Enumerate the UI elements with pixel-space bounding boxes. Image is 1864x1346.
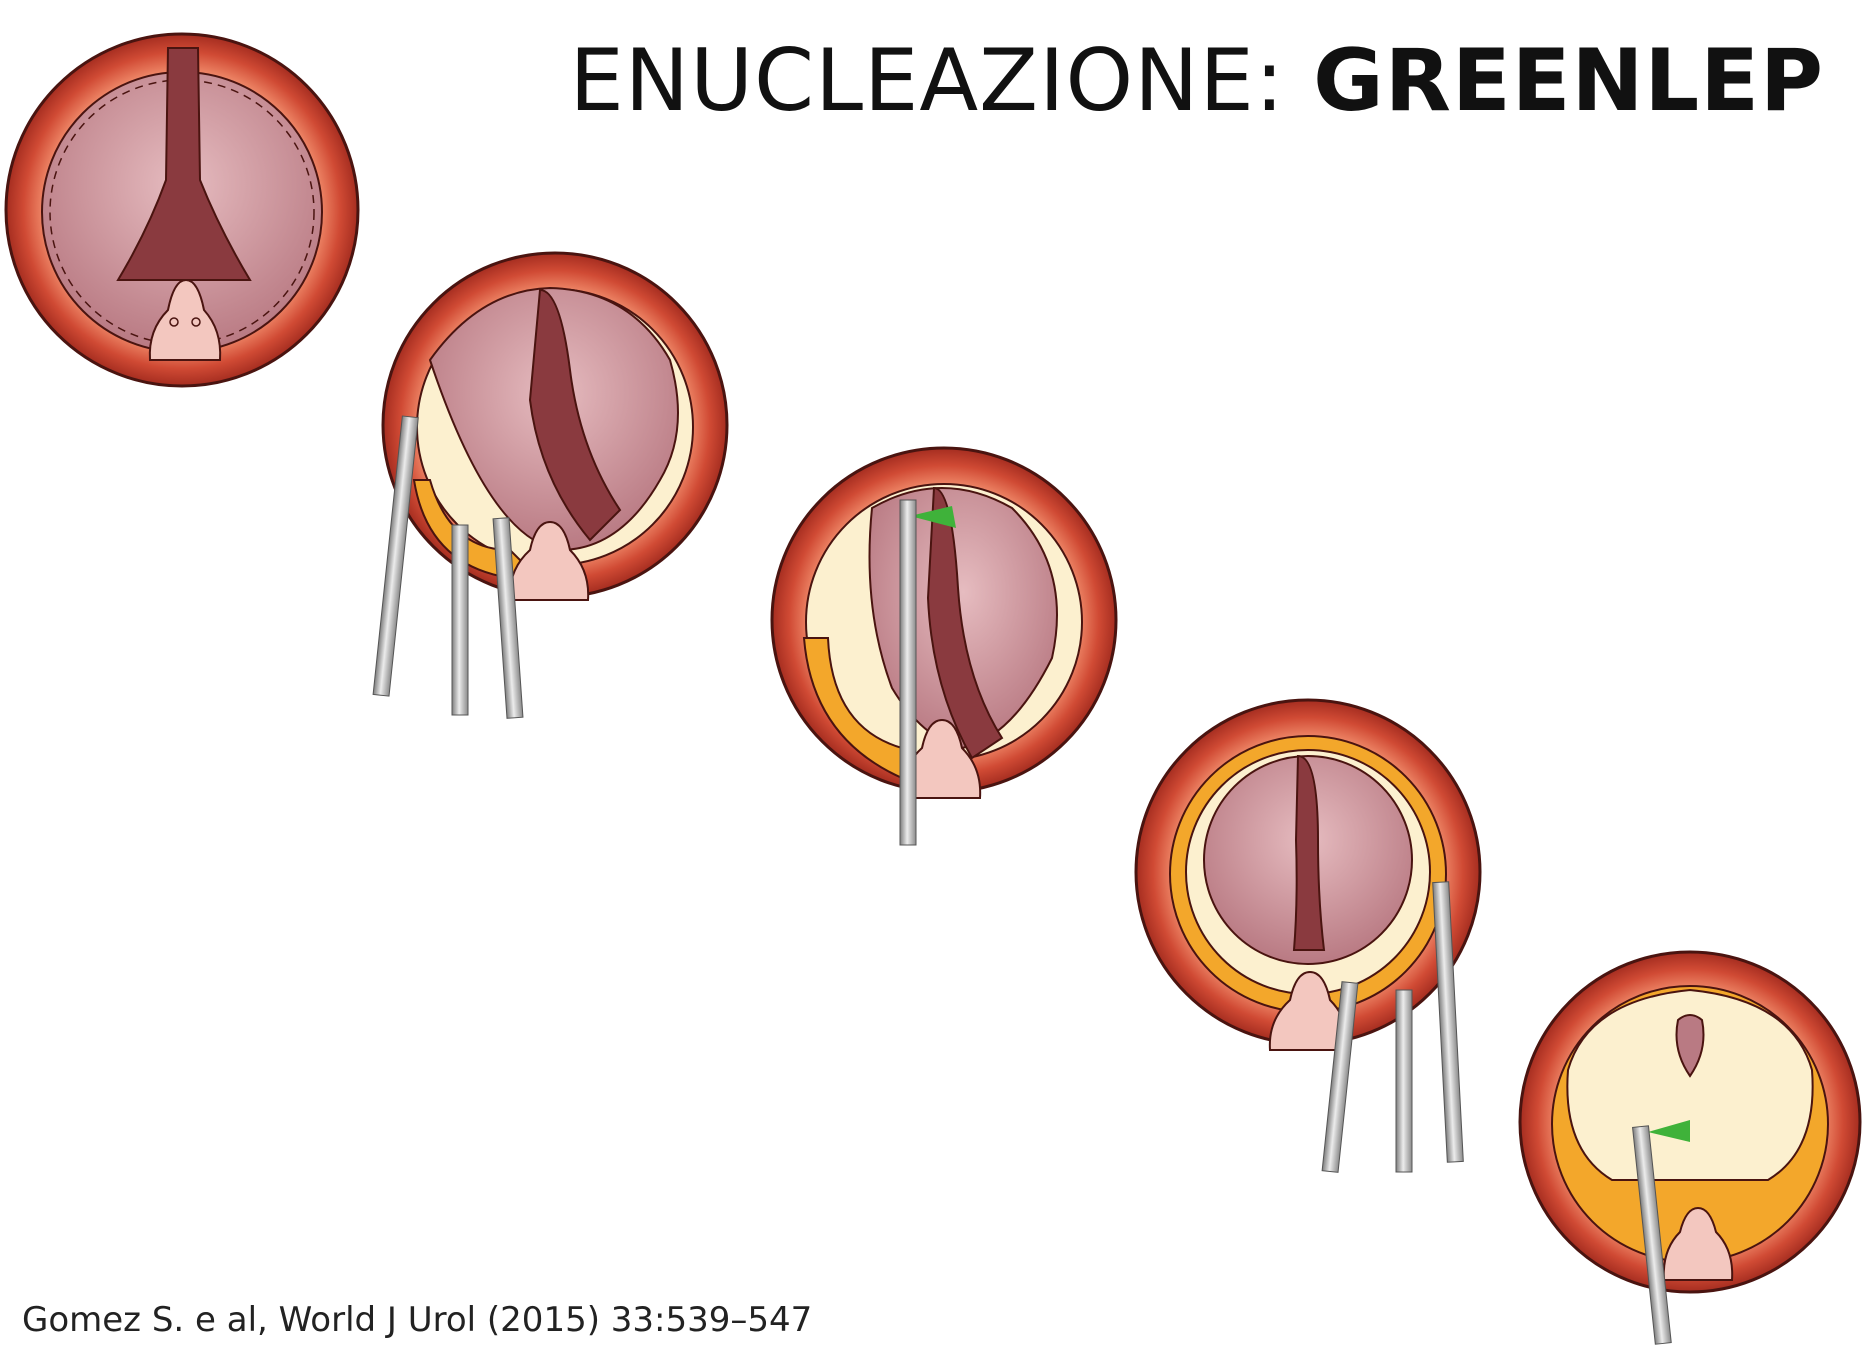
title-emphasis: GREENLEP [1313, 31, 1824, 131]
step-4-diagram [1128, 700, 1508, 1180]
step-3-diagram [752, 448, 1132, 848]
title-prefix: ENUCLEAZIONE: [569, 31, 1313, 131]
step-5-diagram [1518, 950, 1864, 1346]
slide-title: ENUCLEAZIONE: GREENLEP [569, 38, 1824, 124]
citation-text: Gomez S. e al, World J Urol (2015) 33:53… [22, 1300, 812, 1340]
laser-fiber [900, 500, 916, 845]
step-1-diagram [0, 30, 370, 370]
step-2-diagram [370, 250, 730, 720]
